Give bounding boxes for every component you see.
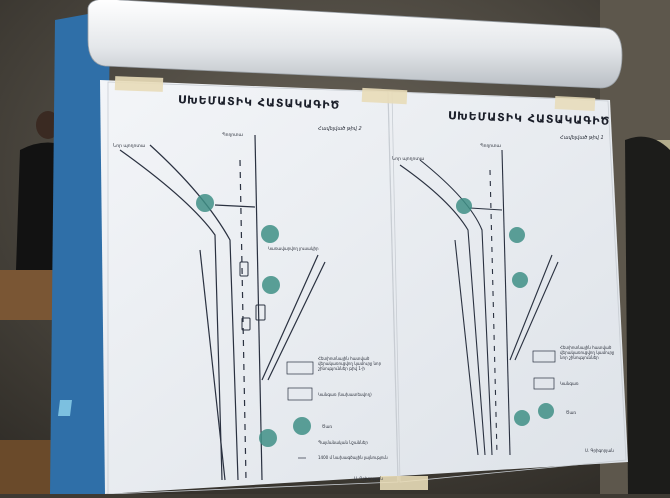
right-legend-1: Հետիոտնային հատված վերակառուցվող կամուրջ… <box>560 345 615 360</box>
tape-2 <box>361 87 408 105</box>
tree-icon <box>509 227 525 243</box>
right-footer: Ս. Գրիգորյան <box>585 448 614 453</box>
left-road-label-left: Նոր պողոտա <box>113 144 146 149</box>
tree-icon <box>261 225 279 243</box>
paper-roll <box>87 0 623 89</box>
left-road-lines <box>119 134 326 481</box>
tree-icon <box>259 429 277 447</box>
right-trees <box>456 198 554 426</box>
tree-icon <box>538 403 554 419</box>
right-legend-boxes <box>532 350 556 390</box>
tape-4 <box>380 476 428 490</box>
left-legend-2: Կանգառ (նախատեսվող) <box>318 392 372 397</box>
left-footer: Ս. Գրիգորյան <box>354 476 383 481</box>
chair <box>0 270 60 320</box>
tree-icon <box>512 272 528 288</box>
tree-icon <box>196 194 214 212</box>
right-road-label-left: Նոր պողոտա <box>392 157 425 162</box>
right-legend-2: Կանգառ <box>560 381 579 386</box>
tree-icon <box>262 276 280 294</box>
right-sheet-border <box>391 91 627 483</box>
left-small-vehicles <box>239 261 266 331</box>
tape-3 <box>554 95 596 112</box>
board-sticker <box>58 400 72 416</box>
left-annotation: Կառավարվող լուսակիր <box>268 246 319 251</box>
left-legend-5: 1400 մ նախագծային լայնություն <box>318 455 388 460</box>
right-sheet-subtitle: Հավելված թիվ 1 <box>560 135 604 141</box>
tree-icon <box>456 198 472 214</box>
flipchart-board <box>50 10 110 494</box>
left-legend-4: Պայմանական նշաններ <box>318 440 368 445</box>
right-legend-3: Ծառ <box>566 410 576 415</box>
tree-icon <box>514 410 530 426</box>
left-legend-1: Հետիոտնային հատված վերակառուցվող կամուրջ… <box>318 356 382 371</box>
left-sheet-subtitle: Հավելված թիվ 2 <box>318 126 362 132</box>
tree-icon <box>293 417 311 435</box>
tape-1 <box>114 76 164 92</box>
left-legend-boxes <box>286 361 314 459</box>
poster-sheet <box>100 80 628 494</box>
person-right <box>625 136 670 494</box>
right-road-label-right: Պողոտա <box>480 144 501 149</box>
left-road-label-right: Պողոտա <box>222 133 243 138</box>
left-legend-3: Ծառ <box>322 424 332 429</box>
left-trees <box>196 194 311 447</box>
